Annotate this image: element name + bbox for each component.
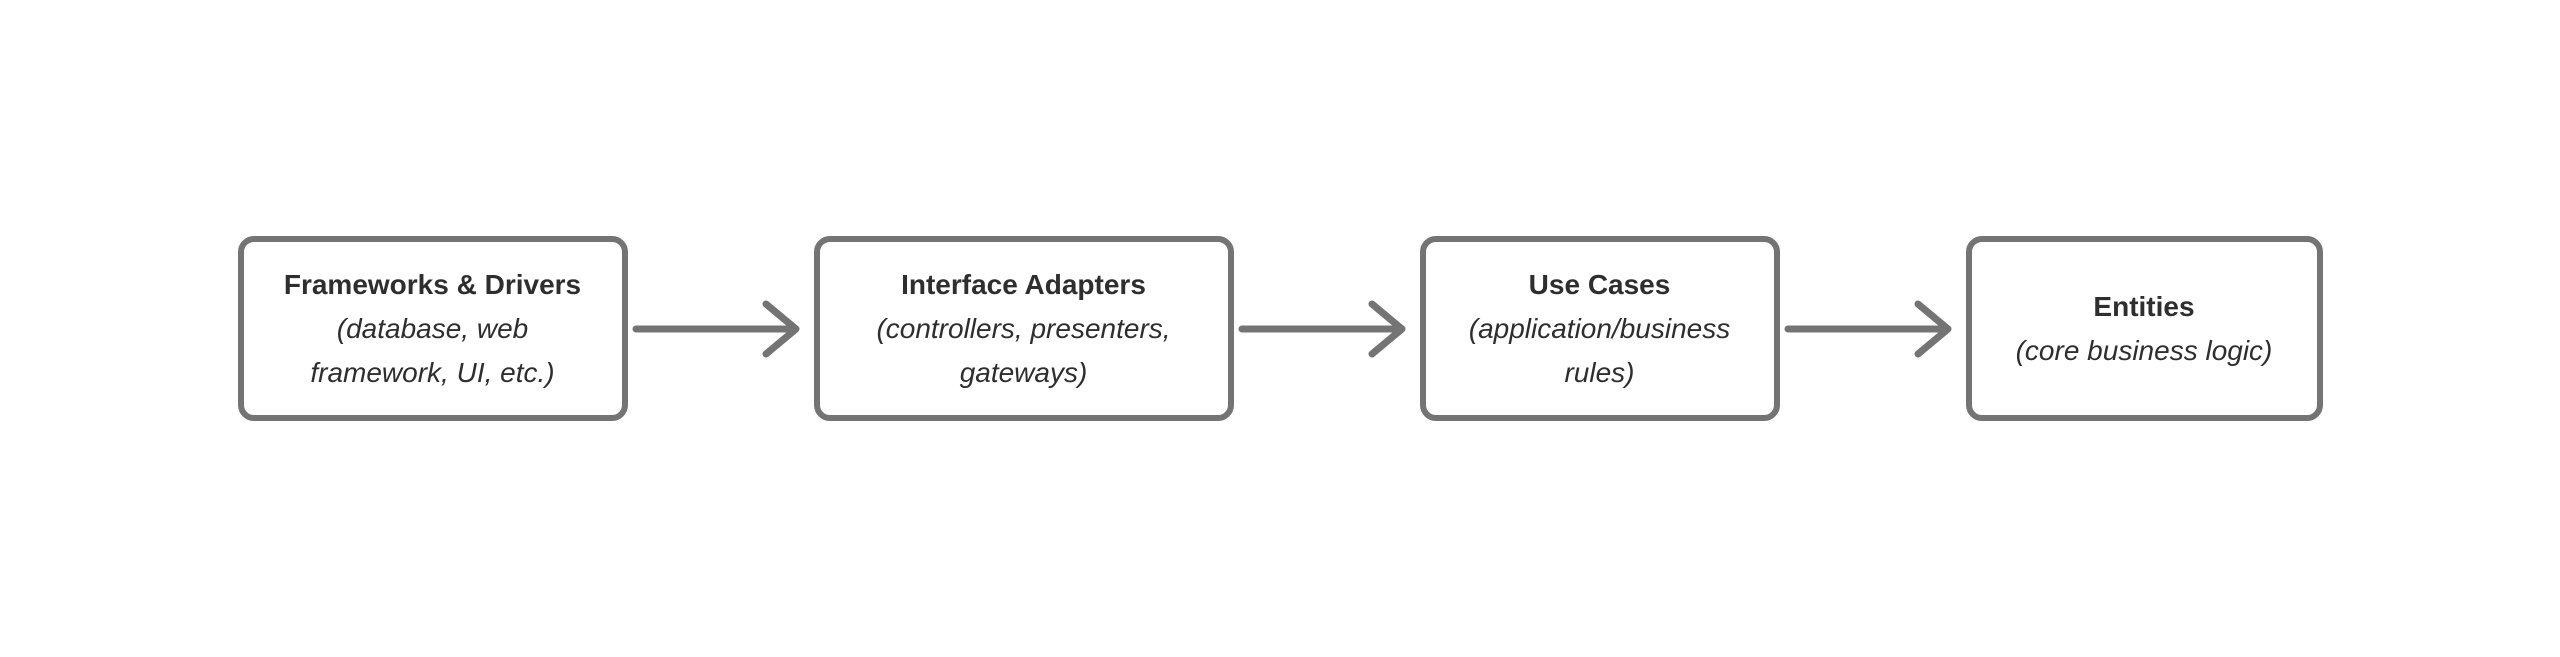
box-title: Frameworks & Drivers bbox=[283, 268, 582, 300]
right-arrow-icon bbox=[632, 300, 799, 357]
box-subtitle: (controllers, presenters, bbox=[876, 312, 1171, 344]
box-subtitle: (application/business bbox=[1468, 312, 1731, 344]
box-subtitle: (database, web bbox=[336, 312, 529, 344]
box-subtitle: gateways) bbox=[959, 356, 1088, 388]
box-frameworks-drivers: Frameworks & Drivers (database, web fram… bbox=[237, 236, 628, 421]
box-subtitle: rules) bbox=[1564, 356, 1635, 388]
box-title: Interface Adapters bbox=[901, 268, 1146, 300]
right-arrow-icon bbox=[1784, 300, 1951, 357]
box-title: Use Cases bbox=[1528, 268, 1671, 300]
box-entities: Entities (core business logic) bbox=[1965, 236, 2323, 421]
box-title: Entities bbox=[2093, 290, 2195, 322]
box-interface-adapters: Interface Adapters (controllers, present… bbox=[813, 236, 1234, 421]
right-arrow-icon bbox=[1238, 300, 1405, 357]
box-subtitle: framework, UI, etc.) bbox=[310, 356, 555, 388]
box-use-cases: Use Cases (application/business rules) bbox=[1419, 236, 1780, 421]
box-subtitle: (core business logic) bbox=[2015, 334, 2273, 366]
